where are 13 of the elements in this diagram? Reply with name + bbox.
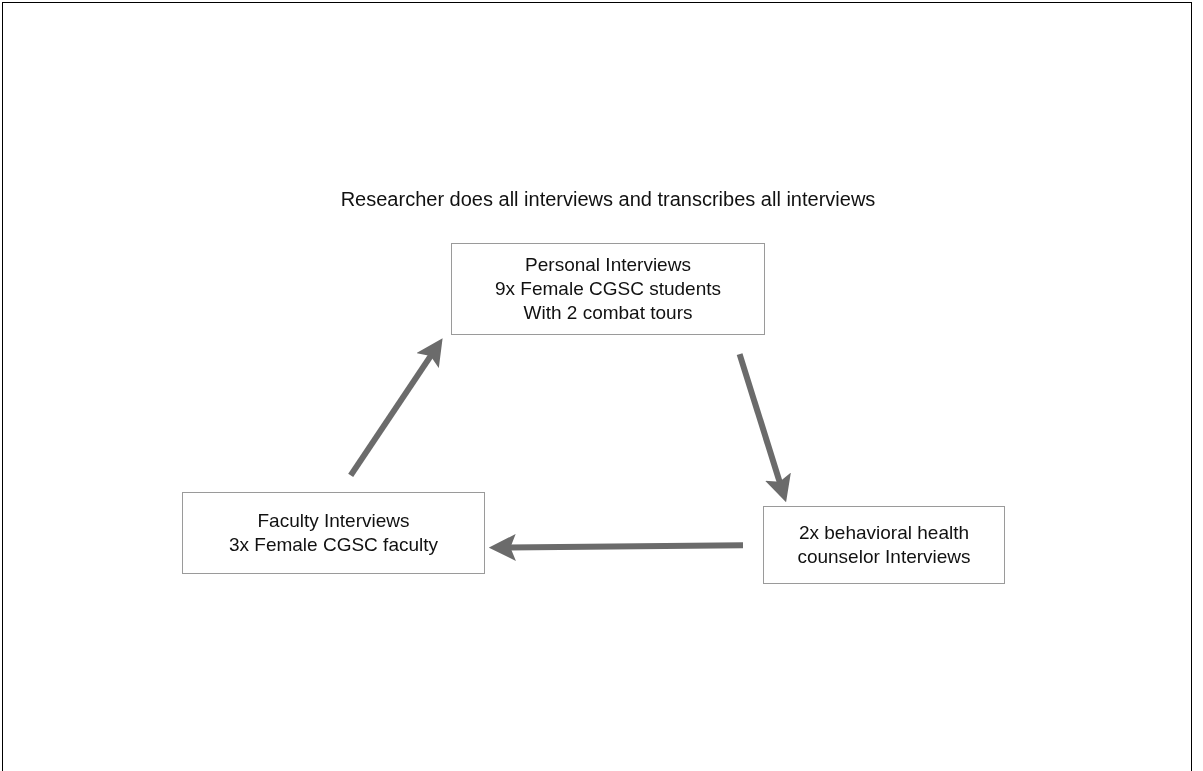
- arrow: [348, 338, 443, 478]
- box-text: Personal Interviews: [525, 253, 691, 277]
- box-text: Faculty Interviews: [257, 509, 410, 533]
- process-box: [451, 243, 765, 335]
- box-text: With 2 combat tours: [523, 301, 693, 325]
- process-box: [182, 492, 485, 574]
- arrow: [488, 533, 744, 561]
- box-text: 9x Female CGSC students: [495, 277, 721, 301]
- box-text: 3x Female CGSC faculty: [228, 533, 439, 557]
- process-box: [763, 506, 1005, 584]
- arrow: [736, 353, 791, 503]
- box-text: 2x behavioral health counselor Interviews: [796, 521, 972, 569]
- diagram-title: Researcher does all interviews and transcribes all interviews: [339, 187, 877, 212]
